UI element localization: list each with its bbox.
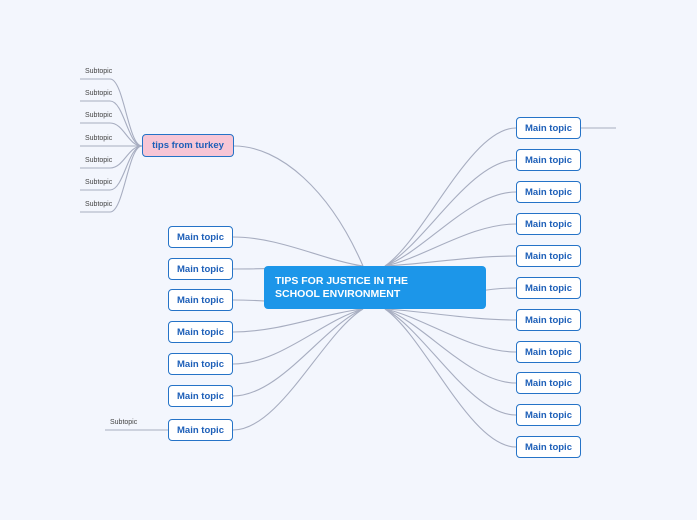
- right-main-topic-11[interactable]: Main topic: [516, 436, 581, 458]
- topic-label: Main topic: [525, 409, 572, 421]
- left-main-topic-5[interactable]: Main topic: [168, 353, 233, 375]
- subtopic-turkey-1[interactable]: Subtopic: [85, 68, 113, 75]
- topic-label: Main topic: [525, 314, 572, 326]
- connector-turkey-sub-2: [80, 100, 143, 147]
- topic-label: Main topic: [177, 358, 224, 370]
- topic-label: Main topic: [177, 390, 224, 402]
- connector-turkey: [233, 145, 364, 267]
- topic-label: Main topic: [525, 441, 572, 453]
- topic-label: Main topic: [177, 263, 224, 275]
- connector-right-11: [384, 308, 517, 448]
- right-main-topic-8[interactable]: Main topic: [516, 341, 581, 363]
- connector-right-4: [384, 223, 517, 267]
- subtopic-turkey-4[interactable]: Subtopic: [85, 135, 113, 142]
- topic-label: tips from turkey: [152, 140, 224, 151]
- right-main-topic-10[interactable]: Main topic: [516, 404, 581, 426]
- central-topic[interactable]: TIPS FOR JUSTICE IN THE SCHOOL ENVIRONME…: [264, 266, 486, 309]
- right-main-topic-5[interactable]: Main topic: [516, 245, 581, 267]
- central-topic-label: TIPS FOR JUSTICE IN THE SCHOOL ENVIRONME…: [275, 274, 409, 300]
- subtopic-turkey-5[interactable]: Subtopic: [85, 157, 113, 164]
- connector-left-7: [232, 308, 364, 431]
- left-main-topic-3[interactable]: Main topic: [168, 289, 233, 311]
- subtopic-turkey-2[interactable]: Subtopic: [85, 90, 113, 97]
- right-main-topic-7[interactable]: Main topic: [516, 309, 581, 331]
- left-main-topic-7[interactable]: Main topic: [168, 419, 233, 441]
- topic-label: Main topic: [525, 154, 572, 166]
- left-main-topic-6[interactable]: Main topic: [168, 385, 233, 407]
- connector-right-5: [384, 255, 517, 267]
- connector-right-8: [384, 308, 517, 353]
- subtopic-left-7[interactable]: Subtopic: [110, 419, 138, 426]
- topic-label: Main topic: [525, 122, 572, 134]
- right-main-topic-2[interactable]: Main topic: [516, 149, 581, 171]
- topic-label: Main topic: [177, 326, 224, 338]
- topic-label: Main topic: [525, 377, 572, 389]
- topic-label: Main topic: [525, 218, 572, 230]
- right-main-topic-3[interactable]: Main topic: [516, 181, 581, 203]
- connector-turkey-sub-3: [80, 122, 143, 147]
- right-main-topic-6[interactable]: Main topic: [516, 277, 581, 299]
- left-main-topic-2[interactable]: Main topic: [168, 258, 233, 280]
- topic-label: Main topic: [525, 282, 572, 294]
- connector-right-2: [384, 159, 517, 267]
- connector-turkey-sub-1: [80, 78, 143, 147]
- connector-right-3: [384, 191, 517, 267]
- subtopic-turkey-6[interactable]: Subtopic: [85, 179, 113, 186]
- connector-left-4: [232, 308, 364, 333]
- subtopic-turkey-3[interactable]: Subtopic: [85, 112, 113, 119]
- topic-label: Main topic: [525, 346, 572, 358]
- topic-label: Main topic: [525, 186, 572, 198]
- connector-left-6: [232, 308, 364, 397]
- topic-label: Main topic: [525, 250, 572, 262]
- left-main-topic-4[interactable]: Main topic: [168, 321, 233, 343]
- connector-right-9: [384, 308, 517, 384]
- connector-right-10: [384, 308, 517, 416]
- subtopic-turkey-7[interactable]: Subtopic: [85, 201, 113, 208]
- connector-right-1: [384, 127, 517, 267]
- right-main-topic-1[interactable]: Main topic: [516, 117, 581, 139]
- connector-turkey-sub-6: [80, 145, 143, 191]
- right-main-topic-9[interactable]: Main topic: [516, 372, 581, 394]
- topic-label: Main topic: [177, 424, 224, 436]
- left-main-topic-1[interactable]: Main topic: [168, 226, 233, 248]
- topic-label: Main topic: [177, 294, 224, 306]
- right-main-topic-4[interactable]: Main topic: [516, 213, 581, 235]
- connector-turkey-sub-7: [80, 145, 143, 213]
- connector-left-5: [232, 308, 364, 365]
- topic-label: Main topic: [177, 231, 224, 243]
- topic-tips-from-turkey[interactable]: tips from turkey: [142, 134, 234, 157]
- connector-left-1: [232, 236, 364, 267]
- connector-right-7: [384, 308, 517, 321]
